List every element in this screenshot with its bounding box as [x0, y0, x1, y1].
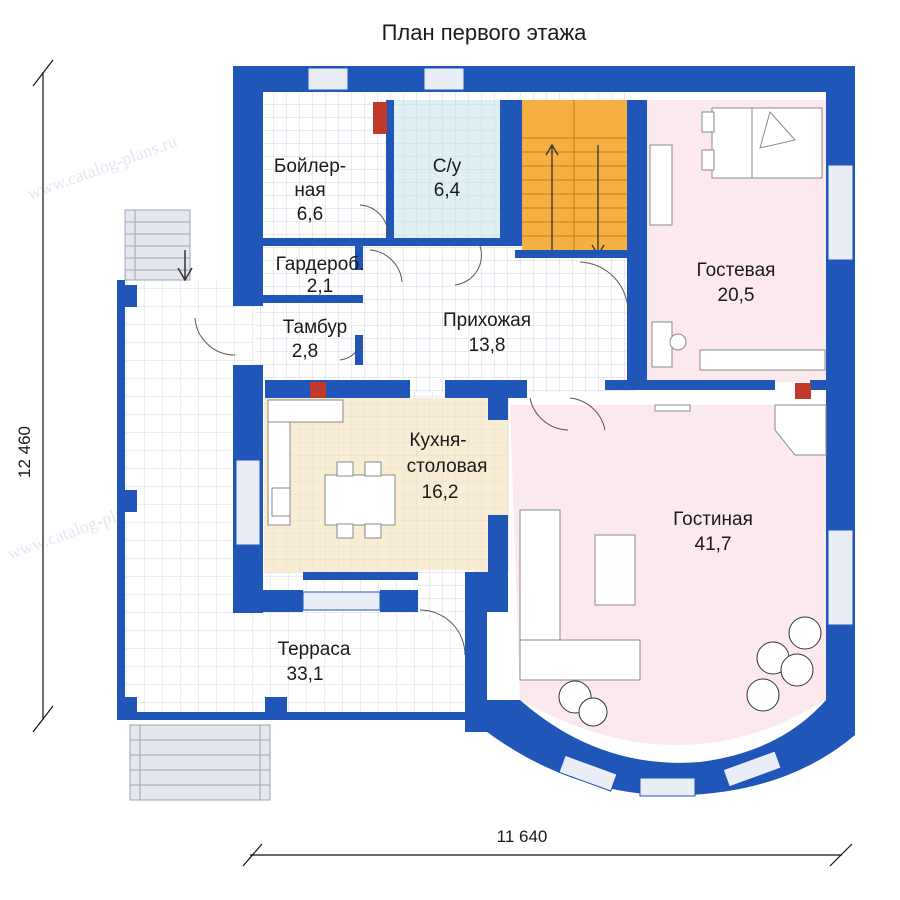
plants	[558, 616, 822, 727]
watermark: www.catalog-plans.ru	[25, 131, 180, 204]
room-boiler-name1: Бойлер-	[274, 156, 346, 177]
room-boiler-name2: ная	[294, 180, 325, 201]
dimension-height: 12 460	[15, 426, 34, 478]
room-terrace-name: Терраса	[278, 639, 351, 660]
room-living-name: Гостиная	[673, 509, 753, 530]
room-vestibule-area: 2,8	[292, 341, 318, 362]
room-wardrobe-area: 2,1	[307, 276, 333, 297]
dimension-width: 11 640	[497, 827, 548, 846]
plan-title: План первого этажа	[382, 20, 588, 45]
room-wc-area: 6,4	[434, 180, 461, 201]
fixtures	[310, 102, 811, 399]
room-kitchen-area: 16,2	[422, 482, 459, 503]
room-wardrobe-name: Гардероб.	[276, 254, 365, 275]
room-hall-area: 13,8	[469, 335, 506, 356]
windows	[235, 67, 854, 797]
furniture	[267, 107, 827, 681]
room-wc-name: С/у	[433, 156, 462, 177]
doors	[194, 204, 629, 656]
room-hall-name: Прихожая	[443, 310, 531, 331]
room-guest-name: Гостевая	[697, 260, 776, 281]
room-boiler-area: 6,6	[297, 204, 323, 225]
room-kitchen-name2: столовая	[407, 456, 488, 477]
room-terrace-area: 33,1	[287, 664, 324, 685]
room-living-area: 41,7	[695, 534, 732, 555]
stair-treads	[522, 100, 627, 258]
room-kitchen-name1: Кухня-	[409, 430, 466, 451]
dimension-lines	[32, 59, 853, 867]
room-guest-area: 20,5	[718, 285, 755, 306]
room-vestibule-name: Тамбур	[283, 317, 348, 338]
